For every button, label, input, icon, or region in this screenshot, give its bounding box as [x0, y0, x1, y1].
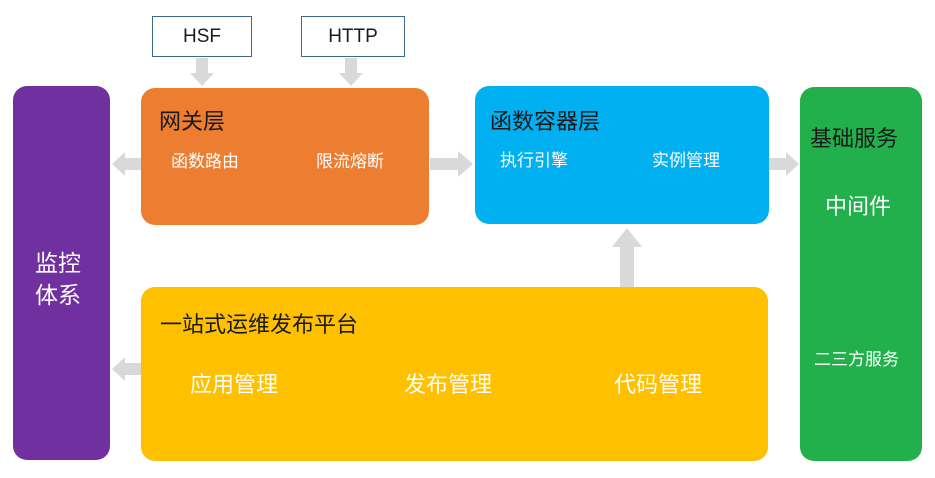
http-to-gateway-arrow: [339, 58, 363, 86]
base-item-middleware: 中间件: [825, 195, 892, 220]
gateway-item-ratelimit: 限流熔断: [316, 152, 384, 172]
container-item-instance: 实例管理: [652, 151, 720, 171]
http-input-box: HTTP: [301, 16, 405, 57]
container-title: 函数容器层: [490, 110, 601, 135]
http-label: HTTP: [328, 25, 378, 47]
base-title: 基础服务: [810, 127, 899, 152]
gateway-item-routing: 函数路由: [171, 152, 239, 172]
monitor-block: 监控 体系: [13, 86, 110, 460]
gateway-title: 网关层: [159, 110, 226, 135]
platform-item-release: 发布管理: [404, 373, 493, 398]
container-to-base-arrow: [769, 152, 799, 176]
gateway-layer-block: 网关层 函数路由 限流熔断: [141, 88, 429, 225]
monitor-title-line1: 监控: [35, 251, 81, 277]
base-services-block: 基础服务 中间件 二三方服务: [800, 87, 922, 461]
gateway-to-monitor-arrow: [112, 152, 141, 176]
platform-title: 一站式运维发布平台: [160, 313, 359, 338]
platform-to-container-arrow: [612, 228, 642, 287]
container-item-engine: 执行引擎: [500, 151, 568, 171]
base-item-thirdparty: 二三方服务: [814, 350, 899, 370]
function-container-layer-block: 函数容器层 执行引擎 实例管理: [475, 86, 769, 224]
platform-to-monitor-arrow: [112, 357, 141, 381]
ops-platform-block: 一站式运维发布平台 应用管理 发布管理 代码管理: [141, 287, 768, 461]
platform-item-code: 代码管理: [614, 373, 703, 398]
monitor-title-line2: 体系: [35, 283, 81, 309]
hsf-to-gateway-arrow: [190, 58, 214, 86]
hsf-input-box: HSF: [152, 16, 252, 57]
hsf-label: HSF: [183, 25, 221, 47]
gateway-to-container-arrow: [430, 151, 473, 177]
platform-item-app: 应用管理: [190, 373, 279, 398]
